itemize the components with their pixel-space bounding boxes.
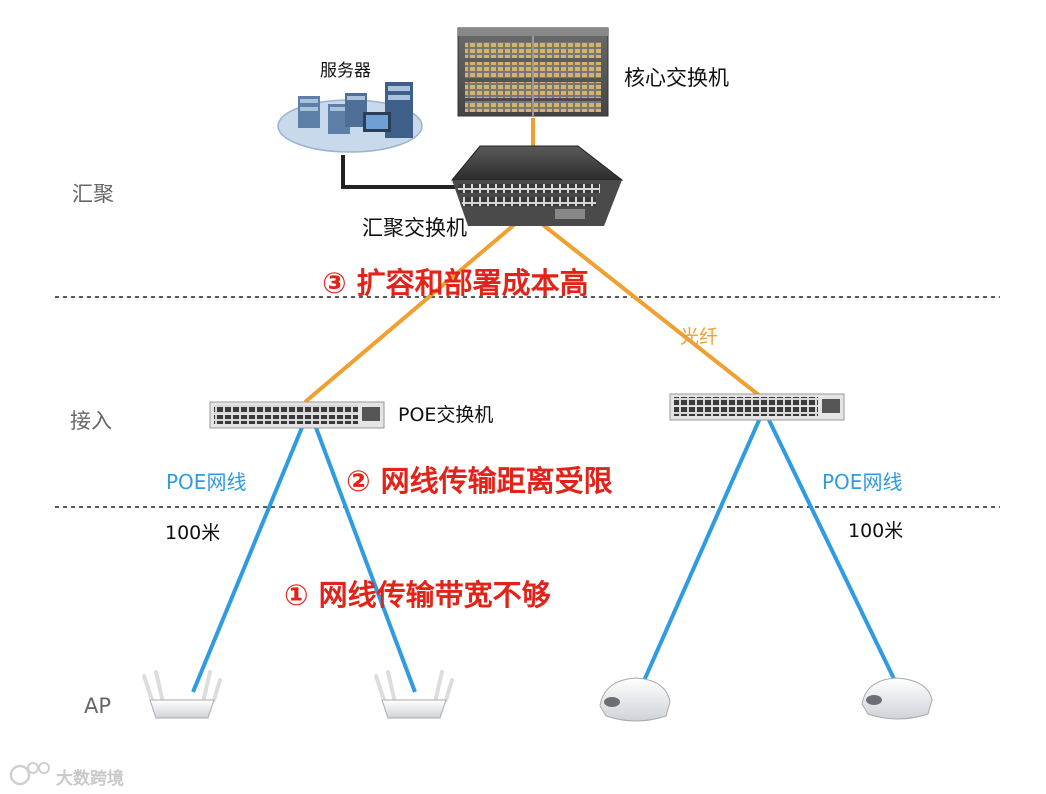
poe-cable-label-left: POE网线 bbox=[166, 470, 247, 494]
poe-cable-1 bbox=[191, 424, 305, 693]
poe-cable-2 bbox=[313, 424, 417, 693]
fiber-label: 光纤 bbox=[680, 326, 719, 348]
ethernet-link-server bbox=[341, 155, 455, 189]
poe-switch-left-icon bbox=[209, 401, 385, 429]
aggregation-switch-label: 汇聚交换机 bbox=[362, 216, 467, 240]
core-switch-icon bbox=[457, 27, 609, 117]
tier-label-access: 接入 bbox=[70, 409, 112, 433]
poe-cable-label-right: POE网线 bbox=[822, 470, 903, 494]
poe-switch-right-icon bbox=[669, 393, 845, 421]
watermark-logo-icon bbox=[9, 762, 50, 786]
distance-label-left: 100米 bbox=[165, 522, 221, 544]
fiber-link-right bbox=[526, 211, 762, 398]
watermark-text: 大数跨境 bbox=[56, 769, 124, 789]
tier-label-aggregation: 汇聚 bbox=[72, 182, 114, 206]
tier-label-ap: AP bbox=[84, 694, 112, 718]
problem-cost: ③ 扩容和部署成本高 bbox=[322, 266, 589, 300]
aggregation-switch-icon bbox=[450, 145, 624, 226]
problem-distance: ② 网线传输距离受限 bbox=[346, 464, 613, 498]
server-label: 服务器 bbox=[320, 61, 371, 81]
server-cluster-icon bbox=[277, 82, 423, 153]
poe-cable-3 bbox=[641, 417, 762, 684]
problem-bandwidth: ① 网线传输带宽不够 bbox=[284, 578, 551, 612]
ap-antenna-icon-1 bbox=[142, 670, 222, 719]
ap-antenna-icon-2 bbox=[374, 670, 454, 719]
ap-ceiling-icon-1 bbox=[599, 677, 671, 722]
core-switch-label: 核心交换机 bbox=[624, 66, 729, 90]
ap-ceiling-icon-2 bbox=[861, 677, 933, 720]
poe-cable-4 bbox=[766, 417, 898, 684]
fiber-link-left bbox=[303, 211, 530, 404]
distance-label-right: 100米 bbox=[848, 520, 904, 542]
poe-switch-label: POE交换机 bbox=[398, 404, 494, 426]
